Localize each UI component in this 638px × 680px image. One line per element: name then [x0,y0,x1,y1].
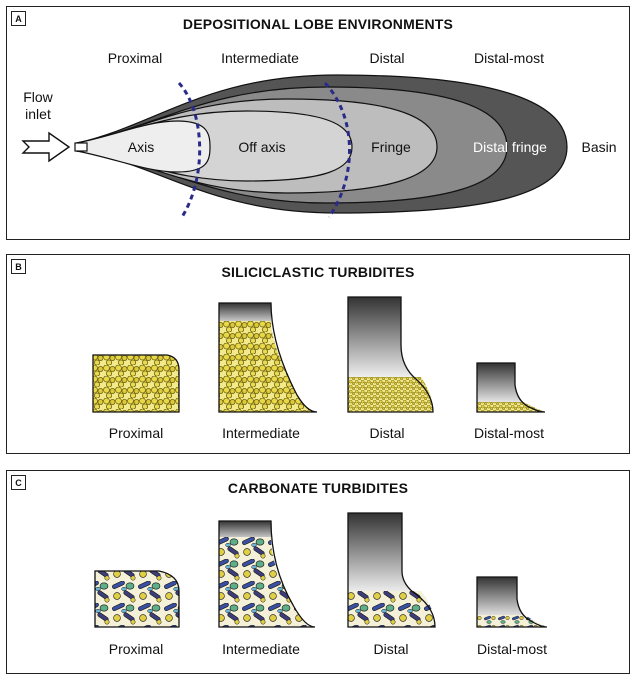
carb-col-intermediate-grains [219,537,315,627]
sili-label-proximal: Proximal [108,425,164,441]
inlet-neck [74,142,88,152]
region-basin: Basin [581,139,617,155]
carb-col-proximal [94,570,180,628]
sili-col-proximal [92,354,180,413]
zone-label-distal-most: Distal-most [473,50,545,66]
panel-letter-a: A [11,11,26,26]
flow-arrow-icon [21,131,71,163]
carb-label-intermediate: Intermediate [222,641,300,657]
panel-a: A DEPOSITIONAL LOBE ENVIRONMENTS Proxima… [6,6,630,240]
carbonate-columns [94,512,548,628]
sili-col-distal-mud [348,297,417,382]
sili-col-distal-most-mud [477,363,529,407]
panel-letter-c: C [11,475,26,490]
lobe-axis [76,120,211,173]
region-fringe: Fringe [371,139,411,155]
sili-col-intermediate-grains [219,321,317,412]
carb-col-distal-most-outline [476,576,548,628]
panel-c-title: CARBONATE TURBIDITES [227,480,409,496]
flow-inlet-line-2: inlet [25,106,51,122]
region-off-axis: Off axis [238,139,286,155]
region-axis: Axis [127,139,155,155]
zone-label-intermediate: Intermediate [221,50,299,66]
sili-label-distal-most: Distal-most [473,425,545,441]
carb-col-distal-most-grains [477,615,547,627]
flow-inlet-line-1: Flow [23,89,53,105]
sili-col-distal-outline [347,296,434,413]
panel-c: C CARBONATE TURBIDITES [6,470,630,674]
carb-col-distal-outline [347,512,436,628]
carb-label-distal-most: Distal-most [476,641,548,657]
carb-label-proximal: Proximal [108,641,164,657]
zone-label-distal: Distal [369,50,405,66]
carb-col-distal-grains [348,591,435,627]
panel-a-title: DEPOSITIONAL LOBE ENVIRONMENTS [182,16,454,32]
sili-col-distal-grains [348,377,433,412]
flow-inlet-label: Flow inlet [23,89,53,123]
panel-b: B SILICICLASTIC TURBIDITES [6,254,630,454]
sili-col-distal-most-outline [476,362,546,413]
sili-col-distal-most-grains [477,402,545,412]
region-distal-fringe: Distal fringe [473,139,547,155]
sili-col-intermediate-outline [218,302,318,413]
sili-label-intermediate: Intermediate [222,425,300,441]
carb-col-intermediate-outline [218,520,316,628]
lobe-diagram [21,74,568,218]
siliciclastic-columns [92,296,546,413]
boundary-proximal-intermediate [177,81,202,218]
panel-b-title: SILICICLASTIC TURBIDITES [221,264,415,280]
carb-label-distal: Distal [373,641,409,657]
boundary-intermediate-distal [323,81,351,218]
zone-label-proximal: Proximal [107,50,163,66]
sili-label-distal: Distal [369,425,405,441]
carb-col-distal-mud [348,513,417,597]
panel-letter-b: B [11,259,26,274]
carb-col-distal-most-mud [477,577,531,621]
